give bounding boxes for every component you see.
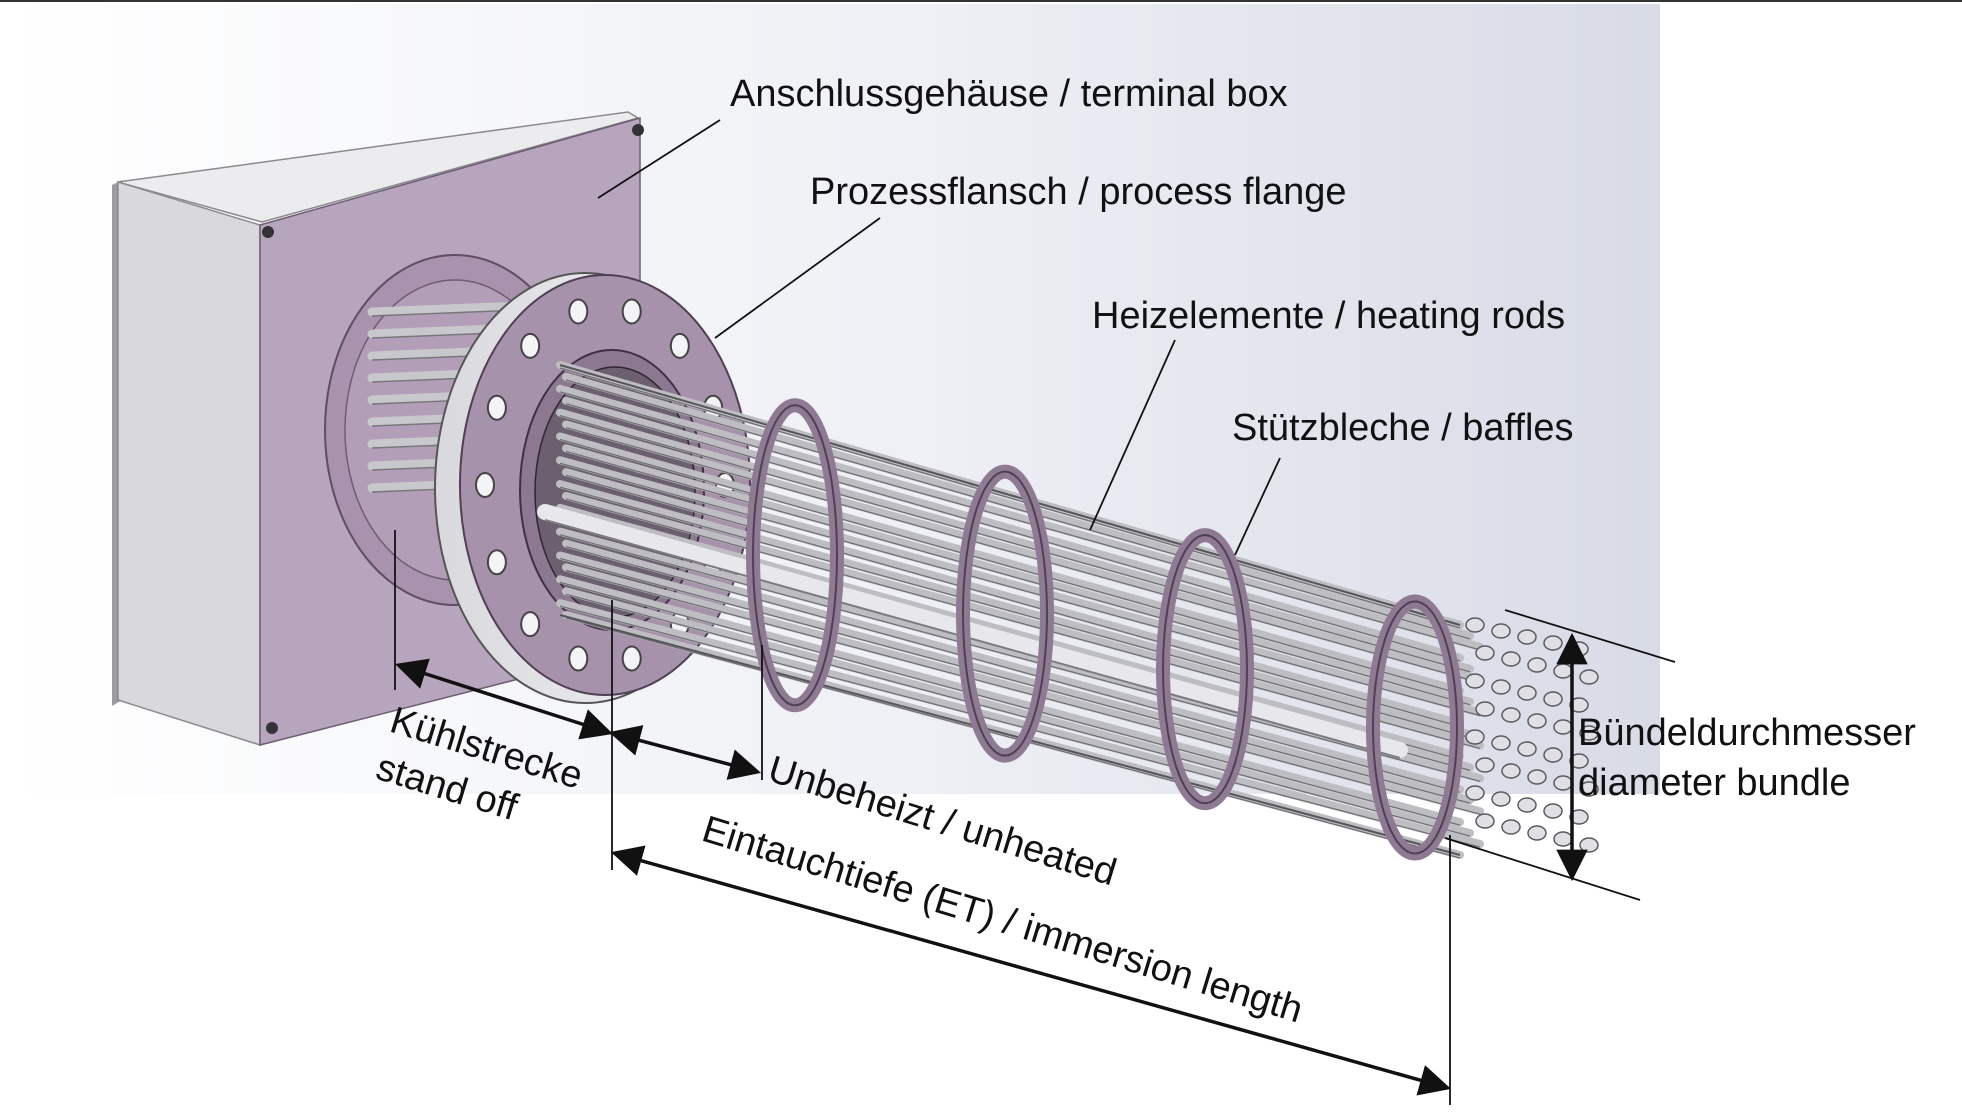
rod-end [1491,679,1511,695]
heating-rod [556,551,1474,805]
heating-rod [562,444,1474,706]
heating-rod [562,539,1464,794]
heating-rod [562,396,1464,662]
rod-end [1491,791,1511,807]
rod-end [1527,713,1547,729]
heating-rod [556,599,1484,849]
rod-end [1465,617,1485,633]
heating-rod [556,456,1484,717]
rod-end [1501,819,1521,835]
bolt-hole [669,332,690,359]
rod-end [1465,785,1485,801]
bolt-hole [520,332,541,359]
bolt-hole [568,645,589,672]
rod-end [1491,623,1511,639]
bolt-hole [621,298,642,325]
rod-end [1527,825,1547,841]
rod-end [1517,741,1537,757]
heating-rod [562,587,1474,838]
rod-end [1553,663,1573,679]
rod-end [1527,769,1547,785]
rod-end [1517,797,1537,813]
heating-rod [556,503,1464,761]
tie-rod [537,504,1408,758]
standoff-rod [367,301,525,317]
heating-rod [562,468,1464,728]
label-terminal-box: Anschlussgehäuse / terminal box [730,73,1288,115]
heating-rod [556,384,1484,651]
rod-end [1501,651,1521,667]
rod-end [1527,657,1547,673]
rod-end [1579,669,1599,685]
rod-end [1475,813,1495,829]
label-bundle-diameter-line2: diameter bundle [1578,762,1851,804]
bolt-hole [475,472,495,498]
rod-end [1517,685,1537,701]
rod-end [1465,673,1485,689]
standoff-arrow [395,658,613,740]
rod-end [1543,803,1563,819]
rod-end [1491,735,1511,751]
rod-end [1517,629,1537,645]
heating-rod [556,408,1474,673]
rod-end [1543,747,1563,763]
bolt-hole [621,645,642,672]
heating-rod [562,491,1484,750]
label-bundle-diameter-line1: Bündeldurchmesser [1578,712,1916,754]
rod-end [1553,831,1573,847]
dimension-arrows [395,632,1588,1096]
label-process-flange: Prozessflansch / process flange [810,171,1347,213]
rod-end [1501,763,1521,779]
bolt-hole [568,298,589,325]
immersion-arrow [610,845,1452,1096]
heating-rod [562,563,1484,816]
rod-end [1543,635,1563,651]
heating-rod [556,575,1464,827]
rod-end [1475,645,1495,661]
heating-rod [556,480,1474,739]
bolt-hole [486,549,507,576]
label-baffles: Stützbleche / baffles [1232,407,1574,449]
bolt-hole [520,611,541,638]
rod-end [1543,691,1563,707]
heating-rod [556,432,1464,695]
unheated-arrow [608,725,762,780]
heating-rod [562,372,1474,640]
rod-end [1553,719,1573,735]
bolt-hole [486,394,507,421]
rod-end [1475,701,1495,717]
label-heating-rods: Heizelemente / heating rods [1092,295,1565,337]
rod-end [1501,707,1521,723]
rod-end [1475,757,1495,773]
rod-end [1465,729,1485,745]
heating-rod [562,420,1484,684]
rod-end [1553,775,1573,791]
rod-end [1579,837,1599,853]
